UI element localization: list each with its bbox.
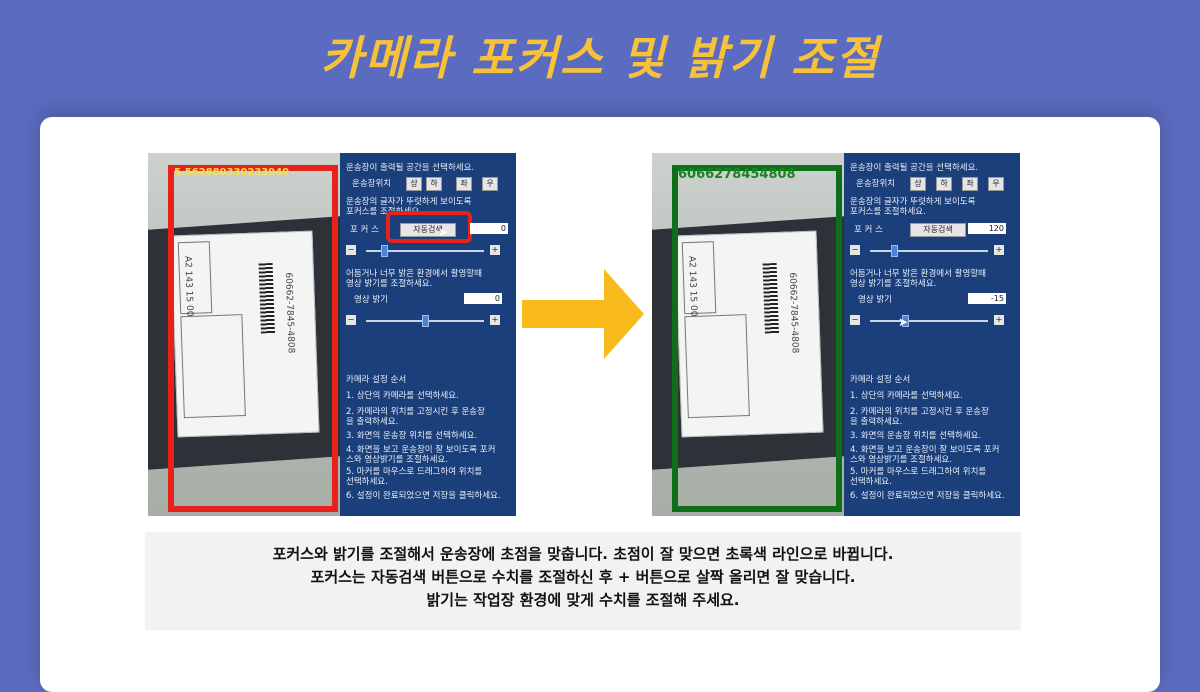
mouse-cursor-icon: ➤ <box>438 225 449 239</box>
caption-line: 포커스와 밝기를 조절해서 운송장에 초점을 맞춥니다. 초점이 잘 맞으면 초… <box>272 545 894 563</box>
content-card: A2 143 15 00 60662-7845-4808 5.562880330… <box>40 117 1160 692</box>
brightness-plus-button[interactable]: + <box>994 315 1004 325</box>
caption-line: 밝기는 작업장 환경에 맞게 수치를 조절해 주세요. <box>426 591 740 609</box>
guide-step: 1. 상단의 카메라를 선택하세요. <box>850 391 963 401</box>
brightness-slider-thumb[interactable] <box>422 315 429 327</box>
focus-value-field[interactable]: 0 <box>470 223 508 234</box>
brightness-plus-button[interactable]: + <box>490 315 500 325</box>
guide-title: 카메라 설정 순서 <box>850 375 911 385</box>
settings-panel: 운송장이 출력될 공간을 선택하세요. 운송장위치 상 하 좌 우 운송장의 글… <box>340 153 516 516</box>
brightness-slider[interactable] <box>870 320 988 322</box>
brightness-label: 영상 밝기 <box>354 295 388 305</box>
focus-slider-thumb[interactable] <box>380 245 388 257</box>
caption-line: 포커스는 자동검색 버튼으로 수치를 조절하신 후 + 버튼으로 살짝 올리면 … <box>310 568 856 586</box>
settings-panel: 운송장이 출력될 공간을 선택하세요. 운송장위치 상 하 좌 우 운송장의 글… <box>844 153 1020 516</box>
guide-step: 5. 마커를 마우스로 드래그하여 위치를 선택하세요. <box>850 467 987 487</box>
guide-step: 3. 화면의 운송장 위치를 선택하세요. <box>850 431 982 441</box>
mouse-cursor-icon: ➤ <box>898 315 909 329</box>
panel-text: 포커스를 조절하세요. <box>850 207 926 217</box>
guide-step: 4. 화면을 보고 운송장이 잘 보이도록 포커스와 영상밝기를 조절하세요. <box>850 445 1000 465</box>
guide-step: 1. 상단의 카메라를 선택하세요. <box>346 391 459 401</box>
guide-title: 카메라 설정 순서 <box>346 375 407 385</box>
position-right-button[interactable]: 우 <box>988 177 1004 191</box>
auto-search-button[interactable]: 자동검색 <box>910 223 966 237</box>
brightness-slider-thumb[interactable] <box>902 315 910 327</box>
focus-minus-button[interactable]: − <box>346 245 356 255</box>
brightness-value-field[interactable]: 0 <box>464 293 502 304</box>
position-up-button[interactable]: 상 <box>910 177 926 191</box>
guide-step: 2. 카메라의 위치를 고정시킨 후 운송장을 출력하세요. <box>850 407 989 427</box>
focus-frame-red <box>168 165 338 512</box>
position-label: 운송장위치 <box>352 179 392 189</box>
focus-label: 포 커 스 <box>350 225 379 235</box>
camera-preview: A2 143 15 00 60662-7845-4808 60662784548… <box>652 153 844 516</box>
panel-text: 운송장의 글자가 뚜렷하게 보이도록 <box>850 197 976 207</box>
focus-plus-button[interactable]: + <box>994 245 1004 255</box>
position-right-button[interactable]: 우 <box>482 177 498 191</box>
panel-text: 영상 밝기를 조절하세요. <box>850 279 937 289</box>
panel-text: 운송장의 글자가 뚜렷하게 보이도록 <box>346 197 472 207</box>
panel-text: 운송장이 출력될 공간을 선택하세요. <box>346 163 475 173</box>
panel-text: 어둡거나 너무 밝은 환경에서 촬영할때 <box>850 269 986 279</box>
barcode-readout: 5.562880330233940 <box>174 167 290 178</box>
arrow-right-icon <box>522 269 644 359</box>
guide-step: 6. 설정이 완료되었으면 저장을 클릭하세요. <box>346 491 501 501</box>
focus-minus-button[interactable]: − <box>850 245 860 255</box>
barcode-readout: 6066278454808 <box>678 167 796 182</box>
guide-step: 2. 카메라의 위치를 고정시킨 후 운송장을 출력하세요. <box>346 407 485 427</box>
position-left-button[interactable]: 좌 <box>456 177 472 191</box>
focus-slider[interactable] <box>870 250 988 252</box>
highlight-box <box>386 211 472 243</box>
focus-slider-thumb[interactable] <box>890 245 898 257</box>
position-left-button[interactable]: 좌 <box>962 177 978 191</box>
panel-text: 어둡거나 너무 밝은 환경에서 촬영할때 <box>346 269 482 279</box>
panel-text: 포커스를 조절하세요. <box>346 207 422 217</box>
camera-preview: A2 143 15 00 60662-7845-4808 5.562880330… <box>148 153 340 516</box>
screenshot-after: A2 143 15 00 60662-7845-4808 60662784548… <box>652 153 1020 516</box>
position-down-button[interactable]: 하 <box>426 177 442 191</box>
page-title: 카메라 포커스 및 밝기 조절 <box>320 31 880 85</box>
focus-plus-button[interactable]: + <box>490 245 500 255</box>
guide-step: 5. 마커를 마우스로 드래그하여 위치를 선택하세요. <box>346 467 483 487</box>
focus-label: 포 커 스 <box>854 225 883 235</box>
brightness-minus-button[interactable]: − <box>850 315 860 325</box>
screenshot-before: A2 143 15 00 60662-7845-4808 5.562880330… <box>148 153 516 516</box>
brightness-label: 영상 밝기 <box>858 295 892 305</box>
brightness-minus-button[interactable]: − <box>346 315 356 325</box>
panel-text: 영상 밝기를 조절하세요. <box>346 279 433 289</box>
position-label: 운송장위치 <box>856 179 896 189</box>
auto-search-button[interactable]: 자동검색 <box>400 223 456 237</box>
position-up-button[interactable]: 상 <box>406 177 422 191</box>
focus-slider[interactable] <box>366 250 484 252</box>
panel-text: 운송장이 출력될 공간을 선택하세요. <box>850 163 979 173</box>
guide-step: 6. 설정이 완료되었으면 저장을 클릭하세요. <box>850 491 1005 501</box>
position-down-button[interactable]: 하 <box>936 177 952 191</box>
guide-step: 4. 화면을 보고 운송장이 잘 보이도록 포커스와 영상밝기를 조절하세요. <box>346 445 496 465</box>
focus-frame-green <box>672 165 842 512</box>
caption-box: 포커스와 밝기를 조절해서 운송장에 초점을 맞춥니다. 초점이 잘 맞으면 초… <box>145 532 1021 630</box>
guide-step: 3. 화면의 운송장 위치를 선택하세요. <box>346 431 478 441</box>
brightness-value-field[interactable]: -15 <box>968 293 1006 304</box>
focus-value-field[interactable]: 120 <box>968 223 1006 234</box>
